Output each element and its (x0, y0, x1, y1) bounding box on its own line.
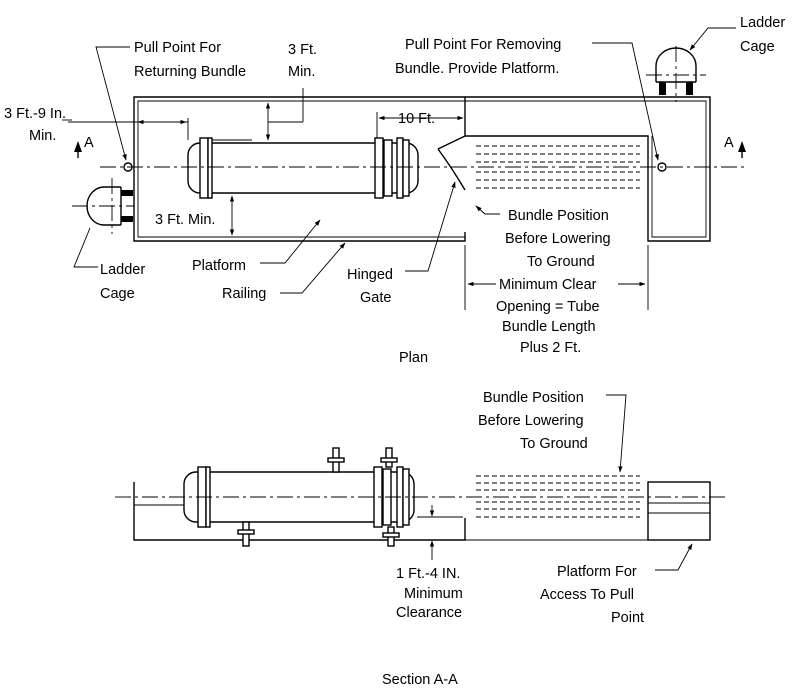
dim-3ft-top (252, 88, 304, 144)
dim-10ft (376, 112, 464, 138)
svg-text:Platform For: Platform For (557, 564, 637, 580)
svg-text:Bundle Position: Bundle Position (483, 390, 584, 406)
svg-text:Bundle Position: Bundle Position (508, 208, 609, 224)
section-marker-right: A (724, 135, 746, 158)
svg-text:Ladder: Ladder (100, 262, 145, 278)
svg-text:Min.: Min. (288, 64, 315, 80)
label-platform: Platform (192, 258, 246, 274)
svg-text:Plus 2 Ft.: Plus 2 Ft. (520, 340, 581, 356)
section-marker-left-text: A (84, 135, 94, 151)
svg-text:Bundle Length: Bundle Length (502, 319, 596, 335)
svg-text:Ladder: Ladder (740, 15, 785, 31)
svg-text:1 Ft.-4 IN.: 1 Ft.-4 IN. (396, 566, 460, 582)
label-10ft: 10 Ft. (398, 111, 435, 127)
plan-exchanger (187, 137, 419, 199)
svg-text:Point: Point (611, 610, 644, 626)
svg-text:Minimum: Minimum (404, 586, 463, 602)
svg-text:Minimum Clear: Minimum Clear (499, 277, 597, 293)
svg-text:Clearance: Clearance (396, 605, 462, 621)
section-marker-right-text: A (724, 135, 734, 151)
label-bundle-section: Bundle Position Before Lowering To Groun… (478, 390, 588, 452)
svg-text:Before Lowering: Before Lowering (505, 231, 611, 247)
svg-text:To Ground: To Ground (527, 254, 595, 270)
label-platform-access: Platform For Access To Pull Point (540, 564, 644, 626)
section-view: Bundle Position Before Lowering To Groun… (115, 390, 728, 688)
svg-text:Access To Pull: Access To Pull (540, 587, 634, 603)
section-marker-left: A (74, 135, 94, 158)
label-bundle-plan: Bundle Position Before Lowering To Groun… (505, 208, 611, 270)
dim-min-opening (464, 245, 649, 310)
svg-text:Gate: Gate (360, 290, 391, 306)
hinged-gate (437, 135, 466, 191)
svg-text:Before Lowering: Before Lowering (478, 413, 584, 429)
leader-pull-return (95, 46, 130, 161)
leader-pull-remove (592, 42, 659, 161)
label-pull-return: Pull Point For Returning Bundle (134, 40, 246, 80)
dim-clearance (417, 505, 463, 552)
svg-text:Opening = Tube: Opening = Tube (496, 299, 600, 315)
section-platform (133, 481, 711, 541)
svg-text:Pull Point For: Pull Point For (134, 40, 221, 56)
pull-point-returning (123, 162, 133, 172)
ladder-cage-left (72, 178, 134, 234)
leader-bundle-plan (475, 205, 500, 215)
label-ladder-left: Ladder Cage (100, 262, 145, 302)
svg-text:Cage: Cage (740, 39, 775, 55)
svg-text:3 Ft.: 3 Ft. (288, 42, 317, 58)
platform-railing (133, 96, 466, 242)
leader-railing (280, 242, 346, 294)
svg-text:To Ground: To Ground (520, 436, 588, 452)
section-bundle-grid (476, 475, 640, 518)
section-caption: Section A-A (382, 672, 458, 688)
pull-point-removing (657, 162, 667, 172)
leader-gate (405, 181, 456, 272)
plan-caption: Plan (399, 350, 428, 366)
plan-view: A A (4, 15, 785, 366)
dim-3ft9in (68, 118, 189, 140)
label-pull-remove: Pull Point For Removing Bundle. Provide … (395, 37, 561, 77)
label-min-opening: Minimum Clear Opening = Tube Bundle Leng… (496, 277, 600, 356)
svg-text:Cage: Cage (100, 286, 135, 302)
ladder-cage-right (646, 46, 706, 102)
leader-platform-access (655, 543, 693, 571)
label-railing: Railing (222, 286, 266, 302)
svg-text:Pull Point For Removing: Pull Point For Removing (405, 37, 561, 53)
svg-text:3 Ft.-9 In.: 3 Ft.-9 In. (4, 106, 66, 122)
leader-ladder-right (689, 27, 736, 51)
label-clearance: 1 Ft.-4 IN. Minimum Clearance (396, 566, 463, 621)
leader-ladder-left (73, 227, 98, 268)
svg-text:Hinged: Hinged (347, 267, 393, 283)
leader-platform (260, 219, 321, 264)
svg-text:Min.: Min. (29, 128, 56, 144)
label-3ft9: 3 Ft.-9 In. Min. (4, 106, 66, 144)
svg-text:Returning Bundle: Returning Bundle (134, 64, 246, 80)
label-hinged-gate: Hinged Gate (347, 267, 393, 306)
label-3ft-bottom: 3 Ft. Min. (155, 212, 215, 228)
plan-bundle-grid (476, 145, 640, 189)
label-ladder-right: Ladder Cage (740, 15, 785, 55)
svg-text:Bundle. Provide Platform.: Bundle. Provide Platform. (395, 61, 559, 77)
leader-bundle-section (606, 394, 627, 473)
label-3ft-top: 3 Ft. Min. (288, 42, 317, 80)
